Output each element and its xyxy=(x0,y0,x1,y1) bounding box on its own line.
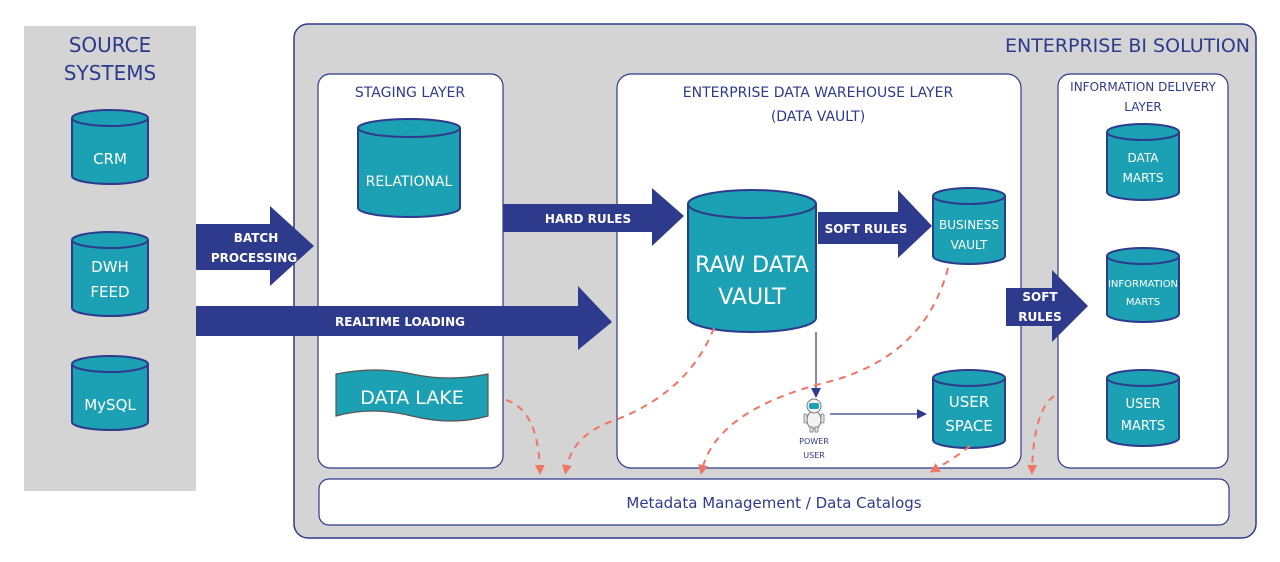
business-vault-label-1: BUSINESS xyxy=(939,218,999,232)
information-marts-label-1: INFORMATION xyxy=(1108,279,1178,290)
batch-processing-arrow xyxy=(196,206,314,286)
user-marts-label-2: MARTS xyxy=(1121,419,1165,434)
realtime-label: REALTIME LOADING xyxy=(335,315,465,329)
edw-layer-panel xyxy=(616,73,1022,469)
power-user-astronaut-icon xyxy=(803,398,825,433)
information-marts-icon xyxy=(1106,247,1180,323)
soft-rules-delivery-label-1: SOFT xyxy=(1022,290,1058,304)
power-user-label-1: POWER xyxy=(799,437,829,446)
dwh-label: DWH xyxy=(91,258,129,276)
dwh-feed-database-icon xyxy=(71,231,149,317)
user-space-label-1: USER xyxy=(949,393,989,411)
soft-rules-delivery-label-2: RULES xyxy=(1018,310,1061,324)
metadata-catalog-bar xyxy=(318,478,1230,526)
raw-data-vault-label-2: VAULT xyxy=(718,285,786,310)
hard-rules-arrow xyxy=(503,188,684,246)
batch-label-2: PROCESSING xyxy=(211,251,297,265)
data-marts-icon xyxy=(1106,123,1180,201)
metadata-label: Metadata Management / Data Catalogs xyxy=(626,494,921,512)
delivery-title-1: INFORMATION DELIVERY xyxy=(1070,80,1216,94)
raw-data-vault-label-1: RAW DATA xyxy=(695,253,809,278)
user-space-icon xyxy=(932,369,1006,449)
user-marts-label-1: USER xyxy=(1125,397,1160,412)
edw-title-2: (DATA VAULT) xyxy=(771,109,865,125)
delivery-title-2: LAYER xyxy=(1124,100,1162,114)
feed-label: FEED xyxy=(90,283,129,301)
edw-title-1: ENTERPRISE DATA WAREHOUSE LAYER xyxy=(683,85,954,101)
data-marts-label-1: DATA xyxy=(1128,151,1160,165)
soft-rules-delivery-arrow xyxy=(1006,270,1088,342)
user-marts-icon xyxy=(1106,369,1180,447)
metadata-flow-arrows xyxy=(505,267,1055,475)
realtime-loading-arrow xyxy=(196,286,612,350)
data-lake-label: DATA LAKE xyxy=(360,387,463,409)
mysql-label: MySQL xyxy=(84,396,136,414)
power-user-label-2: USER xyxy=(803,451,825,460)
data-lake-banner-icon xyxy=(335,369,489,422)
enterprise-bi-title: ENTERPRISE BI SOLUTION xyxy=(1005,35,1250,57)
business-vault-icon xyxy=(932,187,1006,265)
crm-label: CRM xyxy=(93,150,127,168)
business-vault-label-2: VAULT xyxy=(951,238,988,252)
user-space-label-2: SPACE xyxy=(945,417,993,435)
relational-database-icon xyxy=(357,118,461,218)
crm-database-icon xyxy=(71,109,149,185)
source-systems-title-1: SOURCE xyxy=(69,33,152,57)
soft-rules-label: SOFT RULES xyxy=(825,222,908,236)
hard-rules-label: HARD RULES xyxy=(545,212,631,226)
information-marts-label-2: MARTS xyxy=(1126,297,1160,308)
relational-label: RELATIONAL xyxy=(366,174,453,190)
batch-label-1: BATCH xyxy=(234,231,279,245)
staging-layer-title: STAGING LAYER xyxy=(355,85,465,101)
soft-rules-arrow xyxy=(818,190,932,258)
mysql-database-icon xyxy=(71,355,149,431)
raw-data-vault-icon xyxy=(687,189,817,333)
source-systems-title-2: SYSTEMS xyxy=(64,61,156,85)
data-marts-label-2: MARTS xyxy=(1123,171,1164,185)
